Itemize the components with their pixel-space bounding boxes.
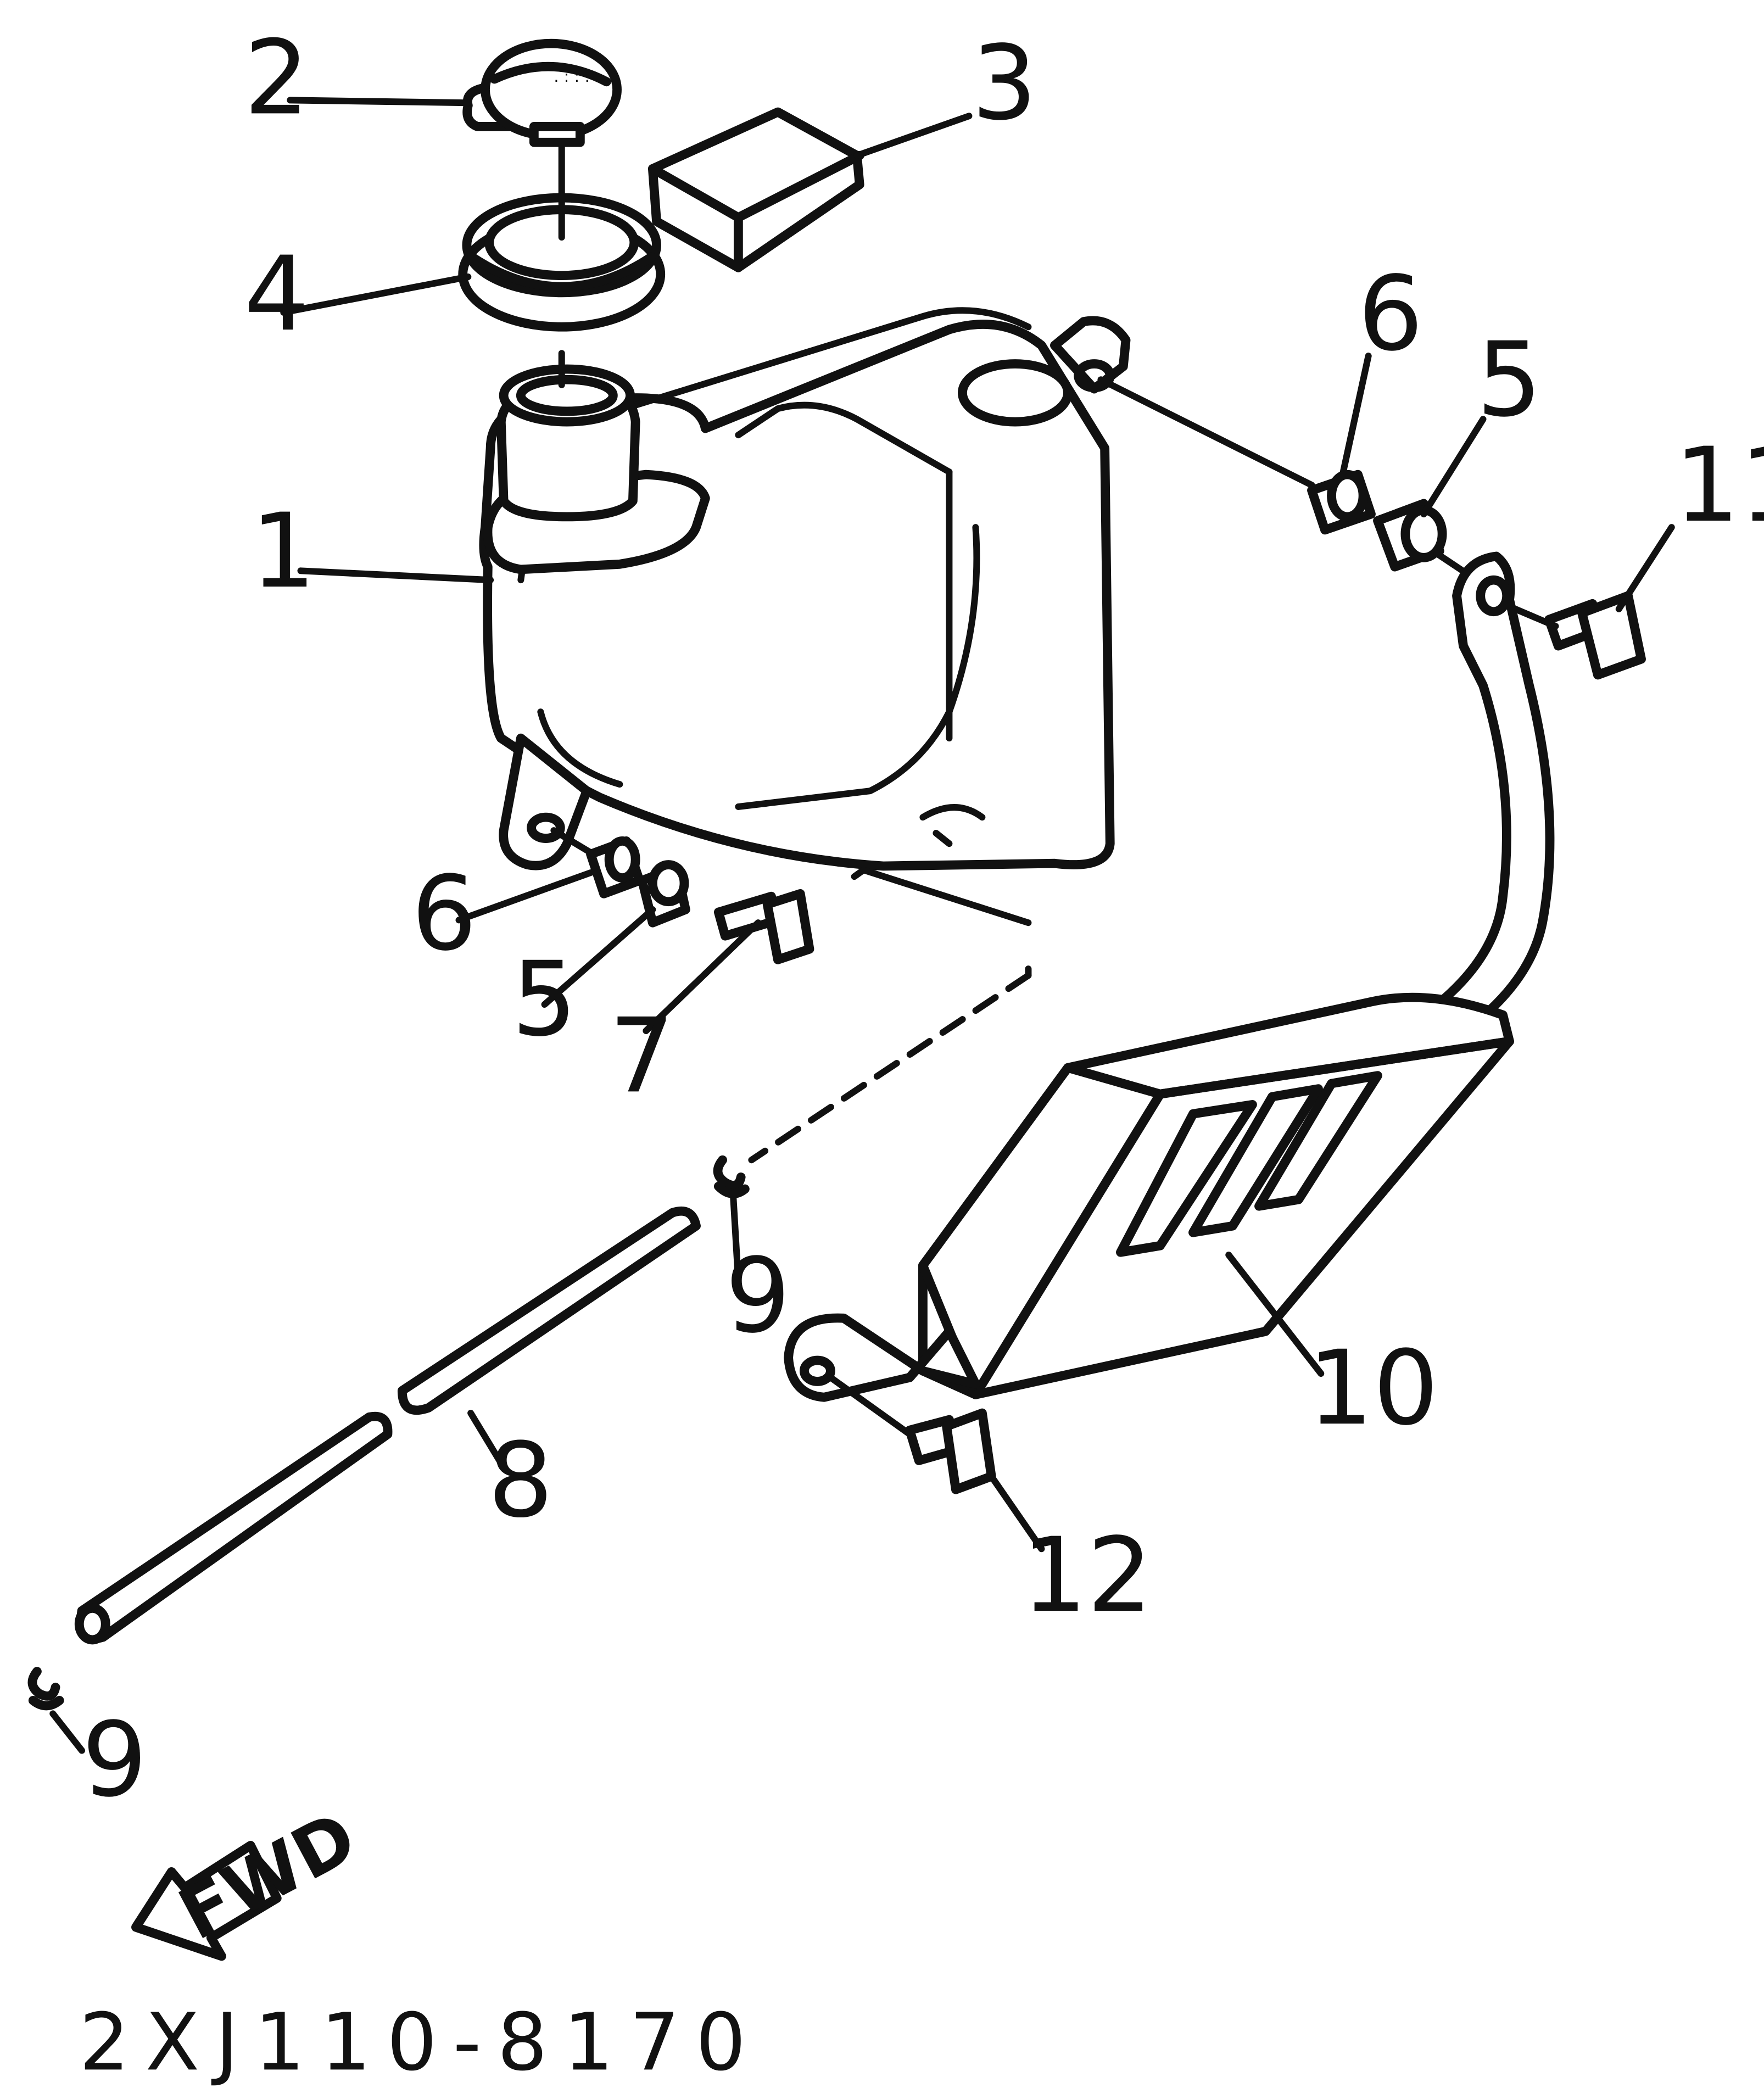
callout-9-lower: 9 <box>82 1700 147 1820</box>
callout-10: 10 <box>1308 1328 1438 1448</box>
svg-text:. : : :: . : : : <box>554 67 590 86</box>
callout-6-right: 6 <box>1358 254 1423 374</box>
callout-9-upper: 9 <box>725 1236 790 1356</box>
callout-4: 4 <box>244 235 309 354</box>
rubber-block <box>647 107 864 272</box>
callout-2: 2 <box>244 18 309 138</box>
forward-arrow-icon: FWD <box>131 1796 370 1961</box>
oil-tank <box>479 307 1131 871</box>
left-collar <box>637 860 690 928</box>
oil-hose <box>74 1206 701 1645</box>
bolt-12 <box>905 1408 996 1494</box>
right-bushing <box>1307 470 1376 535</box>
callout-3: 3 <box>972 24 1037 143</box>
tank-cap: . : : : <box>462 38 622 147</box>
tank-bracket <box>784 551 1555 1402</box>
callout-12: 12 <box>1021 1516 1152 1635</box>
diagram-code: 2XJ110-8170 <box>79 1996 762 2088</box>
callout-1: 1 <box>250 492 316 611</box>
fwd-label: FWD <box>166 1796 369 1957</box>
callout-11: 11 <box>1674 426 1764 545</box>
callout-6-left: 6 <box>411 854 477 974</box>
right-collar <box>1373 499 1447 572</box>
callout-5-left: 5 <box>512 940 577 1059</box>
callout-7: 7 <box>609 996 674 1116</box>
callout-8: 8 <box>488 1421 553 1540</box>
callout-5-right: 5 <box>1477 320 1542 440</box>
bolt-11 <box>1544 591 1646 680</box>
left-bushing <box>586 836 644 898</box>
bolt-7 <box>713 889 814 964</box>
hose-clip-lower <box>27 1667 64 1711</box>
hose-clip-upper <box>713 1155 750 1198</box>
